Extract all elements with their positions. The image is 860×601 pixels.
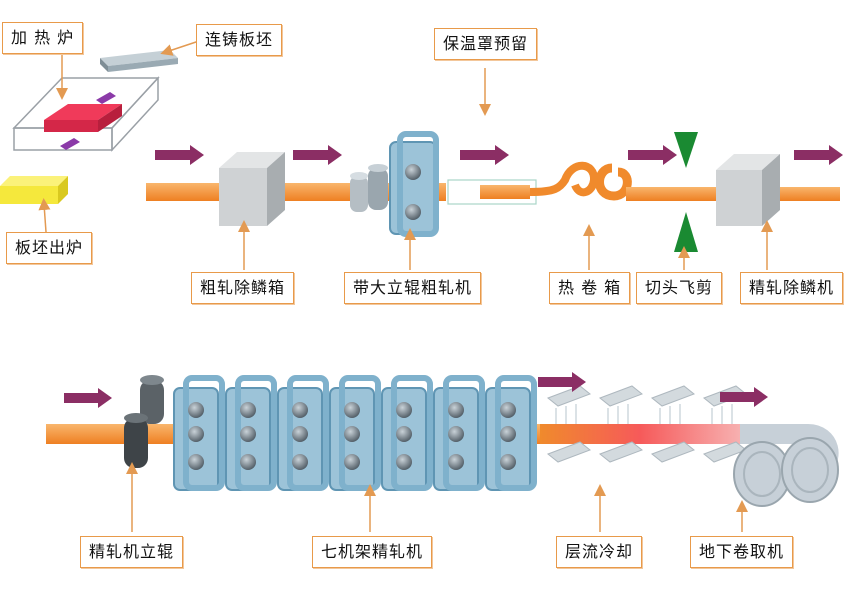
mill-stand-icon (173, 375, 537, 491)
rough-descaler-box (219, 152, 285, 226)
shear-blade-icon (674, 132, 698, 252)
label-laminar-cooling: 层流冷却 (556, 536, 643, 568)
flow-arrow-icon (64, 372, 768, 408)
slab-out (0, 176, 68, 204)
coil-icon (733, 437, 839, 507)
label-finish-edger: 精轧机立辊 (80, 536, 184, 568)
label-slab-out: 板坯出炉 (6, 232, 93, 264)
label-insulation-cover: 保温罩预留 (434, 28, 538, 60)
label-downcoiler: 地下卷取机 (690, 536, 794, 568)
coil-box-coil (595, 163, 632, 201)
label-cast-slab: 连铸板坯 (196, 24, 283, 56)
finish-edger-rolls (124, 375, 164, 468)
finish-descaler-box (716, 154, 780, 226)
flow-arrow-icon (155, 145, 843, 165)
reheating-furnace (12, 76, 160, 152)
rough-mill (350, 131, 439, 237)
strip-bottom-hot (540, 424, 740, 444)
label-rough-descale: 粗轧除鳞箱 (191, 272, 295, 304)
strip-top-c (480, 185, 530, 199)
cooling-water-lines (555, 404, 733, 424)
label-finish-mill: 七机架精轧机 (312, 536, 433, 568)
label-finish-descale: 精轧除鳞机 (740, 272, 844, 304)
label-crop-shear: 切头飞剪 (636, 272, 723, 304)
label-coil-box: 热 卷 箱 (549, 272, 631, 304)
coil-box-strip (529, 161, 598, 197)
cast-slab (100, 50, 178, 72)
label-furnace: 加 热 炉 (2, 22, 84, 54)
leader-lines (38, 39, 773, 532)
label-rough-mill: 带大立辊粗轧机 (344, 272, 482, 304)
